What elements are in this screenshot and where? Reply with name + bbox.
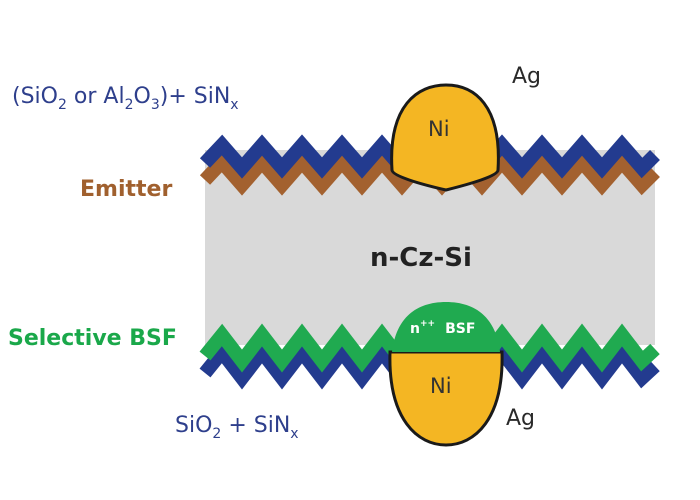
n-plus-plus-bsf-region xyxy=(392,302,500,352)
nickel-label-bottom: Ni xyxy=(430,374,452,398)
emitter-label: Emitter xyxy=(80,177,172,202)
substrate-label: n-Cz-Si xyxy=(370,243,472,273)
nickel-contact-bottom xyxy=(388,350,504,447)
nickel-contact-top xyxy=(390,83,500,192)
rear-passivation-label: SiO2 + SiNx xyxy=(175,413,299,442)
nickel-label-top: Ni xyxy=(428,117,450,141)
selective-bsf-label: Selective BSF xyxy=(8,326,177,351)
silver-label-bottom: Ag xyxy=(506,406,535,431)
front-passivation-label: (SiO2 or Al2O3)+ SiNx xyxy=(12,84,239,113)
silver-label-top: Ag xyxy=(512,64,541,89)
substrate-region xyxy=(205,150,655,345)
bsf-region-label: n++BSF xyxy=(410,319,475,337)
